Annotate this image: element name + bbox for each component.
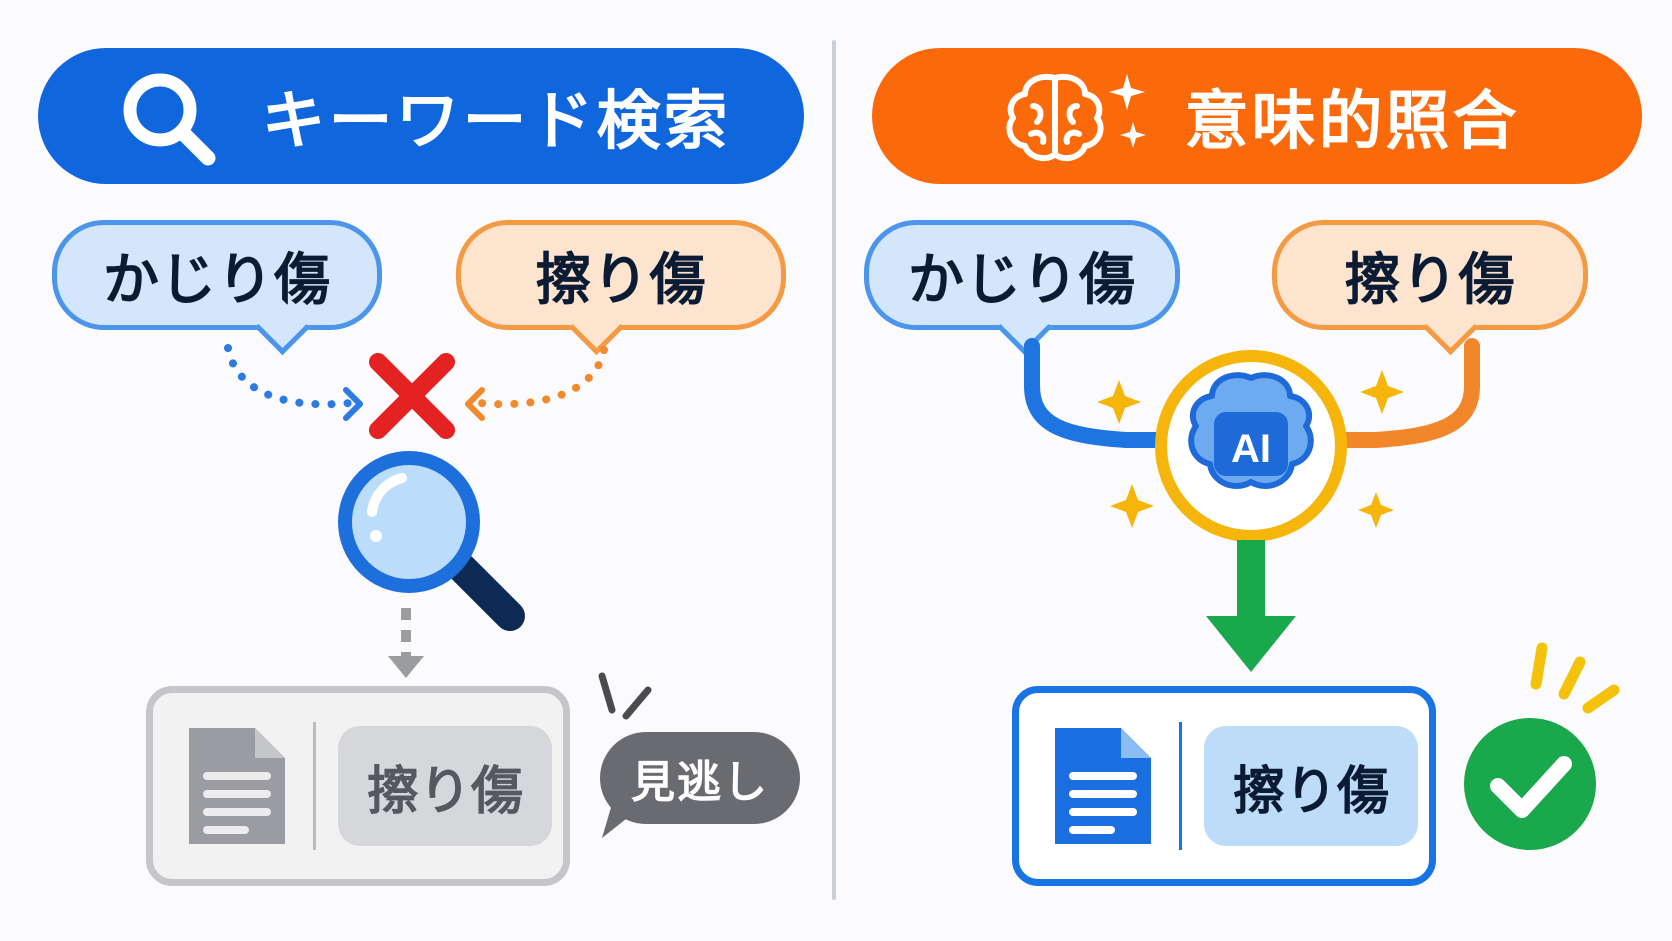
orange-chevron	[465, 387, 485, 421]
document-term-tag: 擦り傷	[1204, 726, 1418, 846]
cross-mark-icon	[369, 353, 455, 439]
term-label: かじり傷	[103, 247, 331, 313]
blue-connector	[1024, 338, 1174, 448]
semantic-match-panel: 意味的照合 かじり傷 擦り傷 AI	[836, 0, 1672, 941]
green-arrowhead	[1206, 616, 1296, 672]
term-bubble-kajirikizu: かじり傷	[52, 220, 382, 356]
semantic-match-header: 意味的照合	[872, 48, 1642, 184]
card-separator	[1179, 722, 1182, 850]
blue-chevron	[343, 387, 363, 421]
term-bubble-surikizu: 擦り傷	[456, 220, 786, 356]
highlight-marks	[1530, 642, 1620, 714]
document-icon	[1055, 728, 1151, 844]
grey-arrowhead	[388, 656, 424, 678]
check-mark-icon	[1464, 718, 1596, 850]
semantic-match-title: 意味的照合	[1184, 85, 1520, 159]
sparkle-icons	[1097, 370, 1404, 528]
term-bubble-kajirikizu: かじり傷	[864, 220, 1180, 356]
ai-brain-icon	[1155, 350, 1347, 542]
term-bubble-surikizu: 擦り傷	[1272, 220, 1588, 356]
document-icon	[189, 728, 285, 844]
card-separator	[313, 722, 316, 850]
missed-document-card: 擦り傷	[146, 686, 570, 886]
document-term-tag: 擦り傷	[338, 726, 552, 846]
blue-dotted-connector	[224, 344, 354, 409]
keyword-search-title: キーワード検索	[261, 85, 731, 159]
orange-connector	[1328, 338, 1480, 448]
orange-dotted-connector	[476, 346, 608, 409]
search-icon	[123, 73, 215, 166]
term-label: 擦り傷	[1344, 247, 1516, 313]
ai-label: AI	[1231, 427, 1271, 471]
document-term-label: 擦り傷	[366, 761, 523, 822]
document-term-label: 擦り傷	[1232, 761, 1389, 822]
keyword-flow-graphic	[224, 344, 652, 838]
missed-badge-label: 見逃し	[631, 757, 769, 808]
semantic-flow-graphic: AI	[1024, 338, 1620, 850]
keyword-search-header: キーワード検索	[38, 48, 804, 184]
found-document-card: 擦り傷	[1012, 686, 1436, 886]
term-label: 擦り傷	[535, 247, 707, 313]
alert-marks	[598, 672, 652, 720]
keyword-search-panel: キーワード検索 かじり傷 擦り傷	[38, 48, 804, 886]
center-divider	[832, 40, 836, 900]
green-arrow-shaft	[1237, 540, 1265, 620]
missed-badge: 見逃し	[600, 732, 800, 824]
brain-sparkle-icon	[1006, 74, 1146, 162]
magnifier-icon	[338, 451, 525, 631]
